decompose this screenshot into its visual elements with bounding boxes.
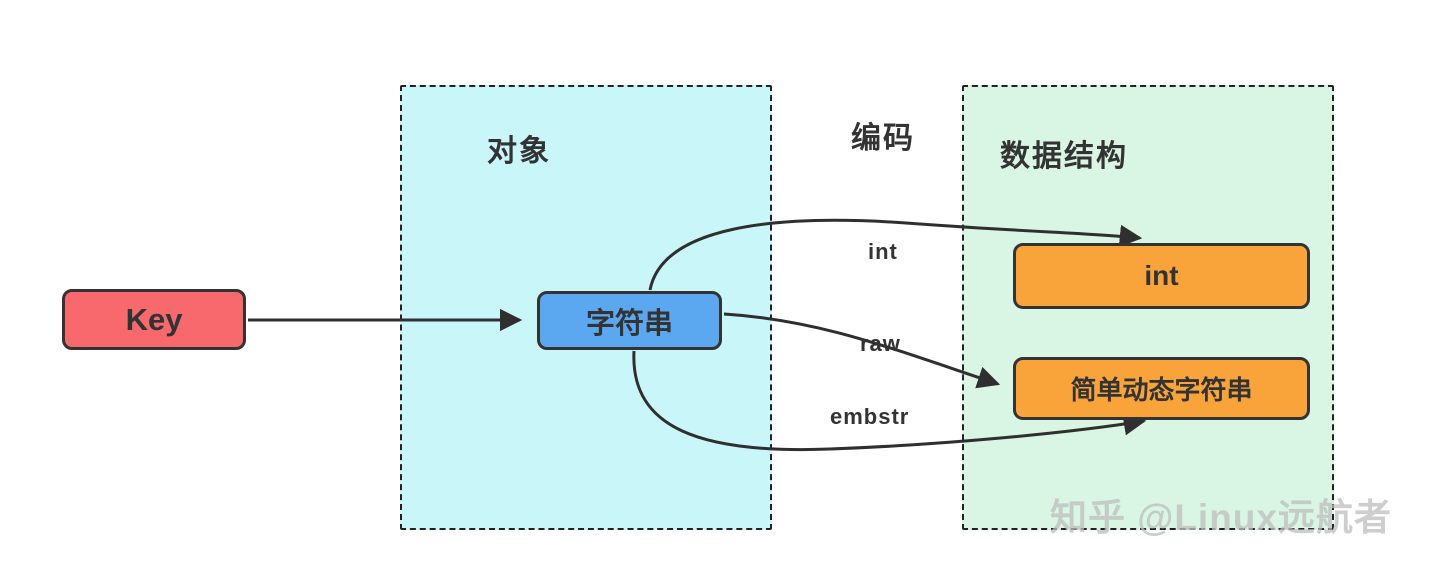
structure-panel-title: 数据结构 [1000, 140, 1128, 173]
int-node: int [1013, 243, 1310, 309]
encoding-label: 编码 [851, 122, 915, 155]
edge-label-int: int [868, 239, 898, 264]
string-node: 字符串 [537, 291, 722, 350]
key-node: Key [62, 289, 246, 350]
edge-label-embstr: embstr [830, 404, 910, 429]
int-node-label: int [1144, 260, 1179, 291]
sds-node-label: 简单动态字符串 [1070, 375, 1253, 405]
key-node-label: Key [125, 301, 183, 337]
edge-label-raw: raw [860, 331, 901, 356]
string-node-label: 字符串 [585, 307, 673, 340]
object-panel-title: 对象 [487, 135, 551, 168]
watermark: 知乎 @Linux远航者 [1049, 497, 1392, 538]
sds-node: 简单动态字符串 [1013, 357, 1310, 420]
